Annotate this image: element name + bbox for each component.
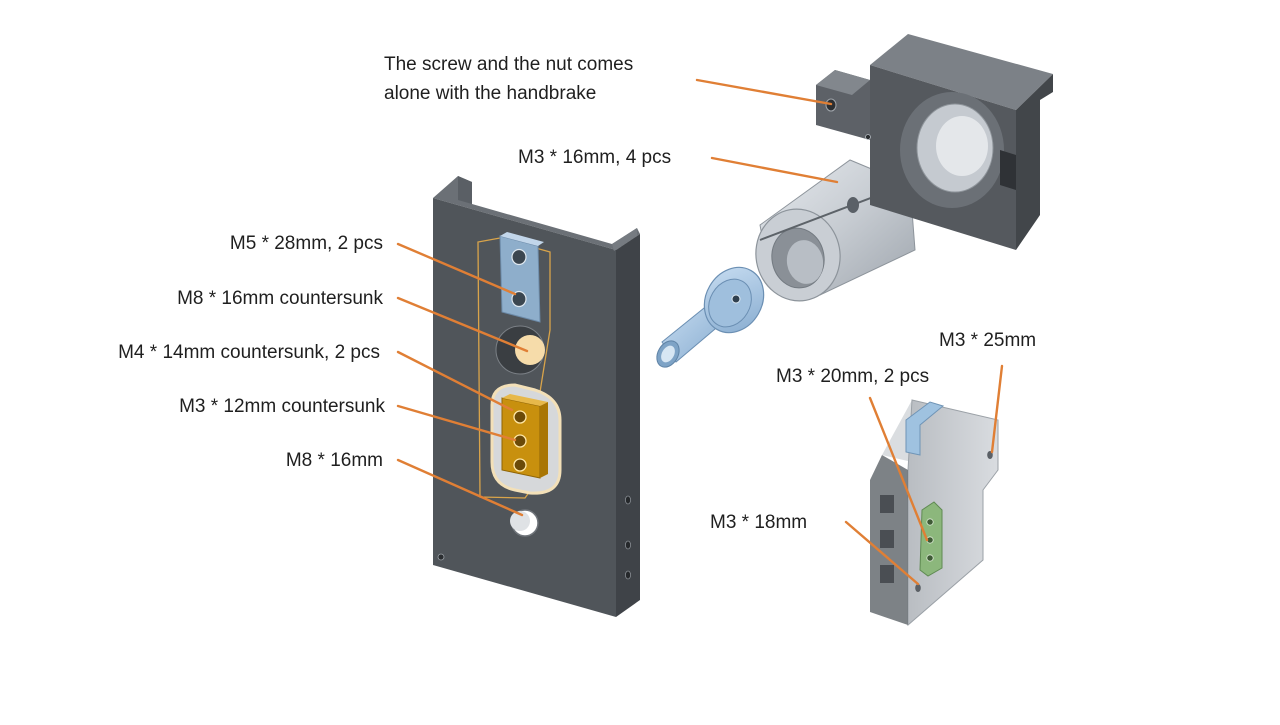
- handbrake-housing: [816, 34, 1053, 250]
- housing-small-hole: [865, 134, 871, 140]
- label-m5-28: M5 * 28mm, 2 pcs: [229, 233, 383, 254]
- main-mounting-plate: [433, 176, 640, 617]
- label-m4-14-countersunk: M4 * 14mm countersunk, 2 pcs: [118, 342, 380, 363]
- m5-bracket: [499, 235, 541, 323]
- m5-hole-lower: [511, 290, 527, 308]
- shaft-flange-face: [708, 278, 752, 328]
- m3-18-hole: [915, 584, 921, 592]
- housing-top: [870, 34, 1053, 110]
- leader-m8-16: [396, 458, 524, 517]
- m3-plate-gold-side: [540, 402, 548, 478]
- label-screw-nut-line2: alone with the handbrake: [384, 83, 597, 104]
- m8-countersunk-highlight: [515, 335, 545, 365]
- lower-bracket: [870, 399, 999, 627]
- plate-inner-flange: [612, 228, 637, 251]
- housing-left-tab-top: [816, 70, 870, 95]
- bracket-cutouts: [880, 495, 894, 583]
- plate-right-side: [616, 234, 640, 617]
- housing-bore-inner: [936, 116, 988, 176]
- label-m8-16: M8 * 16mm: [285, 450, 383, 471]
- m5-bracket-top: [500, 232, 544, 246]
- label-m3-25: M3 * 25mm: [939, 330, 1037, 351]
- label-m3-18: M3 * 18mm: [710, 512, 808, 533]
- m3-plate-hole: [513, 410, 527, 424]
- handbrake-shaft: [656, 266, 765, 368]
- side-hole: [625, 495, 632, 505]
- m8-lower-hole-inner: [510, 511, 530, 531]
- label-m3-20: M3 * 20mm, 2 pcs: [776, 366, 930, 387]
- label-m3-12-countersunk: M3 * 12mm countersunk: [179, 396, 385, 417]
- leader-m3-20: [868, 396, 929, 542]
- leader-lines: [396, 78, 1004, 586]
- leader-m3-16: [710, 156, 839, 184]
- corner-hole: [437, 553, 445, 561]
- housing-slot: [1000, 150, 1016, 190]
- leader-m3-25: [990, 364, 1004, 454]
- label-screw-nut: The screw and the nut comes alone with t…: [384, 50, 633, 108]
- leader-screw-nut: [695, 78, 833, 106]
- housing-right: [1016, 74, 1053, 250]
- shaft-end-bore: [661, 345, 675, 363]
- shaft-pin-hole: [731, 294, 741, 304]
- leader-m4-14: [396, 350, 514, 412]
- cylinder-bore-light: [786, 240, 824, 284]
- side-hole: [625, 570, 632, 580]
- label-m3-16: M3 * 16mm, 4 pcs: [518, 147, 672, 168]
- label-screw-nut-line1: The screw and the nut comes: [384, 54, 634, 75]
- cylinder-hole: [847, 197, 859, 213]
- leader-m3-18: [844, 520, 920, 586]
- green-clip-hole: [926, 518, 934, 526]
- m3-plate-hole: [513, 434, 527, 448]
- label-m8-16-countersunk: M8 * 16mm countersunk: [177, 288, 383, 309]
- leader-m8-16-countersunk: [396, 296, 529, 353]
- plate-left-flange: [458, 176, 472, 204]
- side-hole: [625, 540, 632, 550]
- green-clip-hole: [926, 554, 934, 562]
- leader-m5-28: [396, 242, 517, 296]
- bracket-blue-tab: [905, 401, 945, 456]
- m3-plate-gold-top: [502, 394, 548, 406]
- leader-m3-12: [396, 404, 517, 442]
- m5-hole-upper: [511, 248, 527, 266]
- m3-plate-hole: [513, 458, 527, 472]
